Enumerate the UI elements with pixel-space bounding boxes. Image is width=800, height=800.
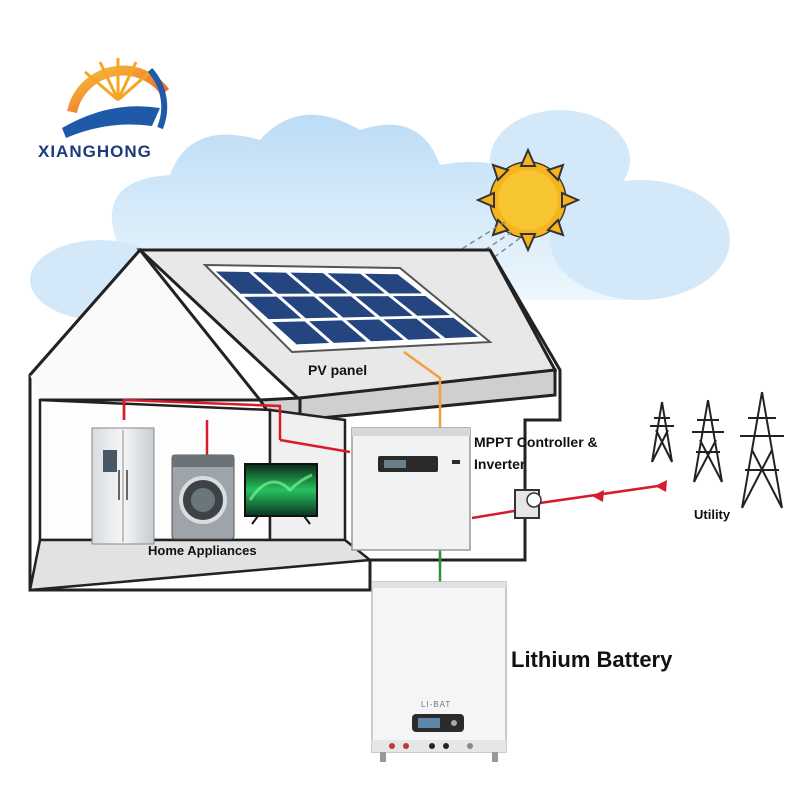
pv-cell	[392, 295, 451, 316]
television-icon	[244, 463, 318, 525]
utility-flow-arrows	[592, 480, 667, 502]
dc-wire	[403, 350, 442, 428]
pv-cell	[215, 271, 274, 294]
pv-panel-label: PV panel	[308, 362, 368, 378]
brand-name: XIANGHONG	[38, 142, 152, 161]
washing-machine-icon	[171, 454, 235, 540]
lithium-battery-label: Lithium Battery	[511, 647, 673, 672]
pv-cell	[346, 319, 404, 342]
pv-cell	[281, 296, 339, 319]
utility-label: Utility	[694, 507, 731, 522]
sun-icon	[475, 147, 581, 253]
inverter-unit	[351, 427, 471, 551]
pv-cell	[243, 296, 302, 320]
pv-panel-cells	[215, 271, 479, 345]
transmission-tower-icons	[650, 391, 784, 509]
pv-cell	[327, 273, 385, 294]
inverter-label-line2: Inverter	[474, 456, 526, 472]
refrigerator-icon	[91, 427, 155, 545]
pv-cell	[318, 296, 376, 318]
brand-logo	[62, 58, 170, 138]
pv-cell	[290, 272, 348, 294]
inverter-label-line1: MPPT Controller &	[474, 434, 598, 450]
home-appliances-label: Home Appliances	[148, 543, 257, 558]
pv-cell	[271, 321, 330, 345]
pv-cell	[253, 272, 311, 294]
pv-cell	[364, 273, 423, 294]
lithium-battery-unit	[371, 581, 507, 762]
battery-brand-label: LI-BAT	[421, 700, 452, 709]
pv-cell	[420, 317, 479, 339]
pv-cell	[309, 320, 367, 343]
utility-meter	[514, 489, 542, 519]
pv-cell	[355, 296, 413, 317]
pv-cell	[383, 318, 441, 340]
